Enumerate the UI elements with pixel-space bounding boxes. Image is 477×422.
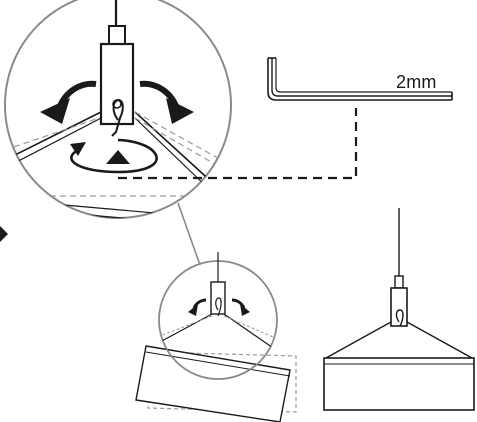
wire-left: [5, 115, 106, 169]
hex-key-size-label: 2mm: [396, 72, 437, 92]
zoom-connector-line: [177, 202, 201, 266]
set-screw: [112, 99, 122, 109]
rotate-arrow-right-head: [166, 98, 194, 124]
wire-right: [134, 111, 216, 186]
wire-left-dashed: [159, 315, 213, 337]
wire-right-dashed: [134, 111, 226, 163]
magnified-detail: [4, 0, 232, 266]
turn-ellipse-arrowhead: [70, 142, 86, 156]
continuation-arrow-icon: [0, 226, 8, 242]
cable-grip: [394, 275, 404, 289]
leader-line-dashed: [118, 108, 358, 180]
wire-left: [5, 109, 106, 161]
turn-ellipse: [70, 138, 158, 174]
installed-fixture: [323, 208, 475, 411]
rotate-arrow-right-head: [240, 304, 250, 316]
fixture-body: [323, 357, 475, 411]
rotate-arrow-left-head: [188, 304, 198, 316]
wire-left-dashed: [5, 115, 106, 151]
clamp-body: [99, 42, 135, 126]
wire-hook: [215, 297, 222, 317]
wire-right-dashed: [223, 315, 277, 341]
wire-hook: [395, 309, 404, 327]
fixture-tilted: [135, 345, 291, 422]
clamp-body: [390, 287, 408, 327]
wire-left: [325, 321, 392, 359]
insert-pointer-icon: [106, 150, 130, 164]
wire-right: [406, 321, 473, 359]
rotate-arrow-left-head: [40, 98, 70, 124]
hex-key-icon: [267, 57, 453, 101]
wire-right: [223, 313, 277, 351]
small-detail: [135, 252, 297, 422]
wire-left: [159, 313, 213, 343]
wire-right-dashed: [134, 117, 226, 171]
fixture-tilted-edge: [145, 351, 291, 377]
fixture-tilted-dashed: [147, 351, 297, 413]
